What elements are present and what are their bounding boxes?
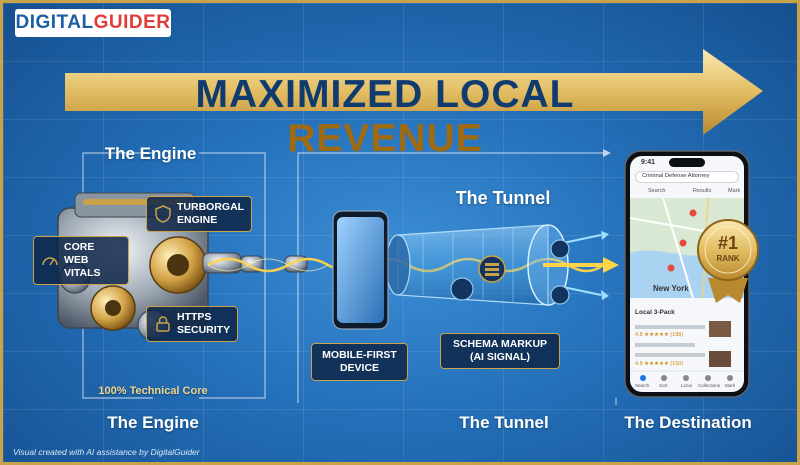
tunnel-exit-arrows bbox=[543, 231, 619, 300]
turbo-badge-line2: ENGINE bbox=[177, 214, 218, 226]
phone-chip-results[interactable]: Results bbox=[693, 188, 712, 194]
engine-graphic bbox=[57, 192, 242, 341]
rank-badge-graphic bbox=[697, 219, 759, 303]
rank-badge-number: #1 bbox=[717, 233, 739, 253]
tunnel-heading: The Tunnel bbox=[455, 188, 551, 208]
phone-nav-sort[interactable]: Sort bbox=[659, 383, 668, 388]
phone-search-bar[interactable]: Criminal Defense Attorney bbox=[635, 171, 739, 183]
phone-chip-search[interactable]: Search bbox=[648, 188, 666, 194]
pack-rating-a: 4.8 ★★★★★ (188) bbox=[635, 332, 684, 338]
schema-markup-label: SCHEMA MARKUP(AI SIGNAL) bbox=[440, 333, 560, 369]
lock-icon bbox=[156, 316, 170, 332]
schema-label-line2: (AI SIGNAL) bbox=[469, 351, 531, 363]
destination-bottom-label: The Destination bbox=[624, 413, 752, 432]
cwv-badge-line1: CORE WEB bbox=[64, 241, 95, 266]
phone-chip-mark[interactable]: Mark bbox=[728, 188, 741, 194]
cwv-badge-line2: VITALS bbox=[64, 267, 101, 279]
engine-bottom-label: The Engine bbox=[107, 413, 199, 432]
https-badge-line1: HTTPS bbox=[177, 311, 212, 323]
schema-label-line1: SCHEMA MARKUP bbox=[452, 338, 548, 350]
https-badge-line2: SECURITY bbox=[177, 324, 231, 336]
phone-nav-mark[interactable]: Mark bbox=[725, 383, 735, 388]
mobile-device-graphic bbox=[332, 210, 389, 330]
shield-icon bbox=[155, 205, 171, 223]
tunnel-graphic bbox=[385, 224, 569, 306]
banner-title: MAXIMIZED LOCAL REVENUE bbox=[95, 73, 675, 161]
speedometer-icon bbox=[42, 256, 58, 265]
banner-title-accent: REVENUE bbox=[287, 117, 483, 160]
banner-arrow-graphic bbox=[57, 49, 763, 405]
engine-heading: The Engine bbox=[104, 144, 197, 163]
banner-title-main: MAXIMIZED LOCAL bbox=[195, 73, 575, 116]
technical-core-label: 100% Technical Core bbox=[98, 385, 208, 397]
phone-nav-collections[interactable]: Collections bbox=[698, 383, 721, 388]
mobile-label-line2: DEVICE bbox=[339, 362, 380, 374]
phone-search-query: Criminal Defense Attorney bbox=[642, 173, 710, 179]
phone-nav-search[interactable]: Search bbox=[635, 383, 650, 388]
map-city-label: New York bbox=[653, 284, 689, 293]
logo-part-guider: GUIDER bbox=[93, 12, 171, 33]
local-pack-title: Local 3-Pack bbox=[635, 309, 675, 316]
mobile-label-line1: MOBILE-FIRST bbox=[322, 349, 397, 361]
logo-part-digital: DIGITAL bbox=[15, 12, 94, 33]
tunnel-bottom-label: The Tunnel bbox=[459, 413, 549, 432]
phone-status-time: 9:41 bbox=[641, 159, 656, 166]
pack-rating-b: 4.8 ★★★★★ (150) bbox=[635, 361, 684, 367]
phone-nav-local[interactable]: Local bbox=[681, 383, 692, 388]
ai-credit-footer: Visual created with AI assistance by Dig… bbox=[13, 447, 200, 457]
rank-badge-label: RANK bbox=[716, 254, 740, 263]
turbo-badge-line1: TURBORGAL bbox=[177, 201, 245, 213]
